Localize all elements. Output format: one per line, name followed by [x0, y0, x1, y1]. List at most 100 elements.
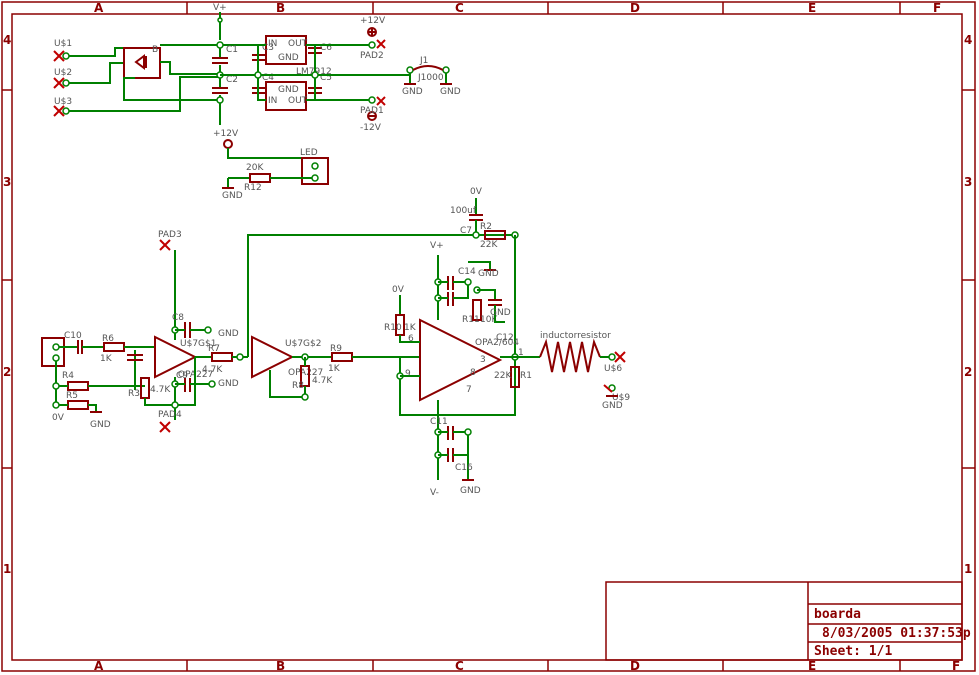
col-label-d: D: [630, 1, 640, 15]
label-gnd-r5: GND: [90, 420, 111, 430]
resistor-r2: [484, 230, 506, 240]
label-plus12v: +12V: [360, 16, 386, 26]
reg-top-in: IN: [268, 39, 277, 49]
col-label-d-bottom: D: [630, 659, 640, 673]
label-u1: U$7G$1: [180, 339, 216, 349]
title-datetime: 8/03/2005 01:37:53p: [822, 626, 971, 641]
label-r1-val: 22K: [494, 371, 512, 381]
label-bridge: B: [152, 45, 158, 55]
label-c8: C8: [172, 313, 184, 323]
label-r7-val: 4.7K: [202, 365, 223, 375]
opamp-main: OPA2/604 3 8 7 9 6 1: [405, 318, 524, 402]
row-label-2-right: 2: [964, 365, 972, 379]
label-pad1: PAD1: [360, 106, 384, 116]
label-pin7: 7: [466, 385, 472, 395]
label-c4: C4: [262, 73, 274, 83]
pad-u3[interactable]: [53, 105, 70, 117]
col-label-f: F: [933, 1, 941, 15]
label-r3: R3: [128, 389, 140, 399]
column-labels-bottom: A B C D E F: [94, 659, 960, 673]
label-vminus: V-: [430, 488, 439, 498]
label-r10: R10: [384, 323, 402, 333]
resistor-r1: [510, 366, 520, 388]
title-block: boarda 8/03/2005 01:37:53p Sheet: 1/1: [605, 581, 971, 661]
col-label-e-bottom: E: [808, 659, 816, 673]
pad2[interactable]: PAD2: [360, 27, 386, 61]
col-label-a: A: [94, 1, 104, 15]
row-label-4: 4: [3, 33, 11, 47]
label-gnd-c9: GND: [218, 379, 239, 389]
inductor-resistor: inductorresistor: [539, 331, 611, 373]
label-led: LED: [300, 148, 318, 158]
label-r6: R6: [102, 334, 114, 344]
label-u2: U$2: [54, 68, 72, 78]
capacitor-c9: C9: [176, 371, 191, 392]
label-pin1: 1: [518, 348, 524, 358]
label-c12: C12: [496, 333, 514, 343]
pad-u6[interactable]: [614, 351, 626, 363]
label-gnd-led: GND: [222, 191, 243, 201]
label-j1000: J1000: [417, 73, 444, 83]
label-0v-r10: 0V: [392, 285, 405, 295]
row-labels-left: 4 3 2 1: [3, 33, 11, 576]
label-gnd-u9: GND: [602, 401, 623, 411]
col-label-a-bottom: A: [94, 659, 104, 673]
label-gnd-c12: GND: [490, 308, 511, 318]
row-label-1: 1: [3, 562, 11, 576]
label-pin6: 6: [408, 334, 414, 344]
label-r1: R1: [520, 371, 532, 381]
label-r3-val: 4.7K: [150, 385, 171, 395]
label-c11: C11: [430, 417, 448, 427]
label-vplus-led: +12V: [213, 129, 239, 139]
label-r9: R9: [330, 344, 342, 354]
label-u1: U$1: [54, 39, 72, 49]
label-minus12v: -12V: [360, 123, 382, 133]
row-label-1-right: 1: [964, 562, 972, 576]
label-opa2: OPA227: [288, 368, 323, 378]
bridge-rectifier: B: [123, 45, 161, 79]
label-r8: R8: [292, 381, 304, 391]
row-label-3-right: 3: [964, 175, 972, 189]
label-r5: R5: [66, 391, 78, 401]
label-0v-top: 0V: [470, 187, 483, 197]
label-u2: U$7G$2: [285, 339, 321, 349]
label-ic: OPA2/604: [475, 338, 519, 348]
signal-chain: C10 R6 1K R4 R5 GND 0V PAD3 C8: [41, 187, 630, 498]
row-label-2: 2: [3, 365, 11, 379]
label-gnd-c8: GND: [218, 329, 239, 339]
resistor-r7: [211, 352, 233, 362]
pad-u2[interactable]: [53, 77, 70, 89]
opamp-2: U$7G$2 OPA227: [251, 335, 323, 379]
label-r4: R4: [62, 371, 74, 381]
label-pin8: 8: [470, 368, 476, 378]
label-r11-val: 10K: [480, 315, 498, 325]
label-c6: C6: [320, 43, 332, 53]
row-labels-right: 4 3 2 1: [964, 33, 972, 576]
reg-top-out: OUT: [288, 39, 308, 49]
label-c9: C9: [176, 371, 188, 381]
resistor-r12: [249, 173, 271, 183]
label-gnd-r11: GND: [478, 269, 499, 279]
reg-top-gnd: GND: [278, 53, 299, 63]
pad1[interactable]: PAD1 -12V: [360, 96, 386, 133]
col-label-c-bottom: C: [455, 659, 464, 673]
label-vplus-top: V+: [213, 3, 227, 13]
label-pin9: 9: [405, 369, 411, 379]
col-label-b-bottom: B: [276, 659, 285, 673]
label-c10: C10: [64, 331, 82, 341]
connector-j1: J1 J1000 GND GND: [402, 56, 461, 97]
label-gnd-j1a: GND: [402, 87, 423, 97]
reg-bot-in: IN: [268, 96, 277, 106]
input-connector: [41, 337, 65, 367]
pad-u9[interactable]: [603, 384, 616, 393]
capacitor-c2: C2: [212, 75, 238, 94]
label-j1: J1: [419, 56, 428, 66]
pad3[interactable]: [159, 239, 171, 251]
label-c3: C3: [262, 43, 274, 53]
resistor-r4: [67, 381, 89, 391]
pad-u1[interactable]: [53, 50, 70, 62]
pad4[interactable]: [159, 421, 171, 433]
label-c5: C5: [320, 73, 332, 83]
